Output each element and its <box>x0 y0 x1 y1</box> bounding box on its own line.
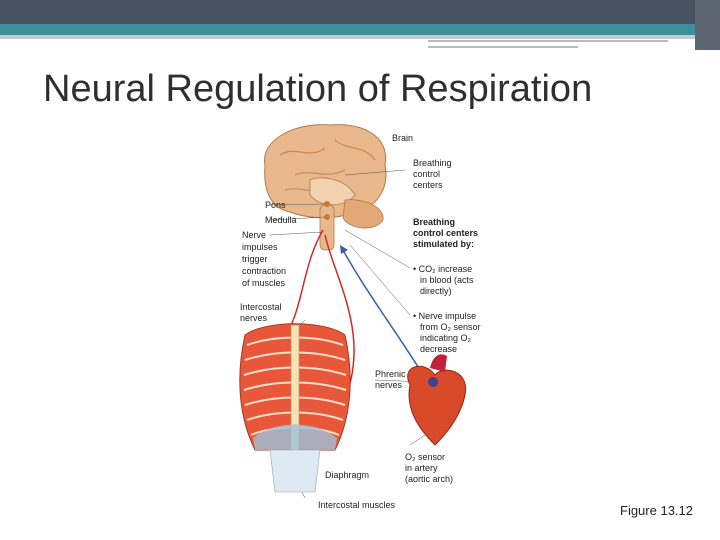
label-stimulated-by: control centers <box>413 228 478 238</box>
label-breathing-centers: Breathing <box>413 158 452 168</box>
label-nerve-impulses: impulses <box>242 242 278 252</box>
label-nerve-impulses: contraction <box>242 266 286 276</box>
header-divider <box>0 35 720 39</box>
label-intercostal-nerves: nerves <box>240 313 268 323</box>
rib-cage-illustration <box>240 324 350 492</box>
label-o2-impulse: • Nerve impulse <box>413 311 476 321</box>
heart-illustration <box>408 354 466 445</box>
label-brain: Brain <box>392 133 413 143</box>
label-medulla: Medulla <box>265 215 297 225</box>
brain-illustration <box>265 125 386 250</box>
label-phrenic-nerves: nerves <box>375 380 403 390</box>
slide-title: Neural Regulation of Respiration <box>43 68 592 111</box>
label-o2-sensor: O₂ sensor <box>405 452 445 462</box>
label-diaphragm: Diaphragm <box>325 470 369 480</box>
label-stimulated-by: stimulated by: <box>413 239 474 249</box>
label-nerve-impulses: of muscles <box>242 278 286 288</box>
figure-caption: Figure 13.12 <box>620 503 693 518</box>
label-co2-increase: directly) <box>420 286 452 296</box>
label-phrenic-nerves: Phrenic <box>375 369 406 379</box>
label-co2-increase: in blood (acts <box>420 275 474 285</box>
label-o2-impulse: indicating O₂ <box>420 333 472 343</box>
label-o2-sensor: in artery <box>405 463 438 473</box>
label-breathing-centers: centers <box>413 180 443 190</box>
label-o2-sensor: (aortic arch) <box>405 474 453 484</box>
label-nerve-impulses: trigger <box>242 254 268 264</box>
respiration-diagram: Brain Breathing control centers Pons Med… <box>225 120 515 520</box>
label-o2-impulse: from O₂ sensor <box>420 322 481 332</box>
label-breathing-centers: control <box>413 169 440 179</box>
corner-decoration <box>695 0 720 50</box>
decorative-line <box>428 46 578 48</box>
header-bar <box>0 0 720 24</box>
label-o2-impulse: decrease <box>420 344 457 354</box>
label-stimulated-by: Breathing <box>413 217 455 227</box>
label-nerve-impulses: Nerve <box>242 230 266 240</box>
label-intercostal-muscles: Intercostal muscles <box>318 500 396 510</box>
header-accent-band <box>0 24 720 35</box>
decorative-line <box>428 40 668 42</box>
label-co2-increase: • CO₂ increase <box>413 264 472 274</box>
label-intercostal-nerves: Intercostal <box>240 302 282 312</box>
label-pons: Pons <box>265 200 286 210</box>
